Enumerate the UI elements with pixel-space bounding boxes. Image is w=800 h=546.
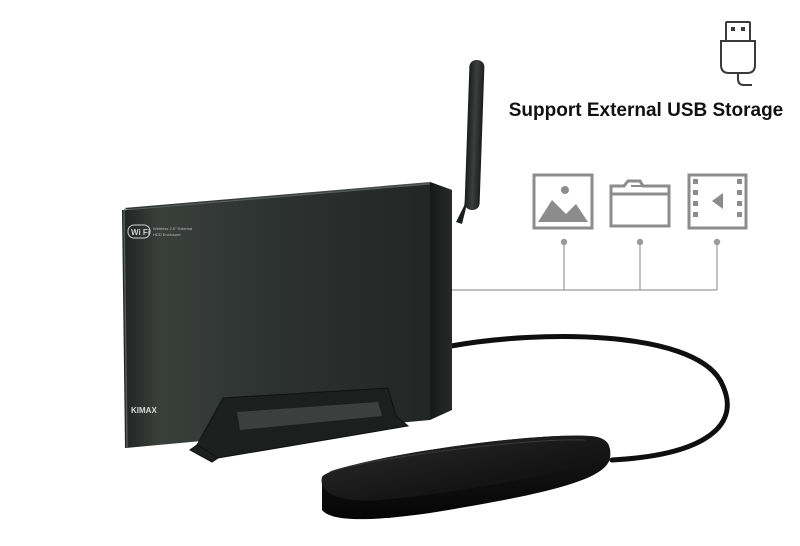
connector-dots bbox=[560, 238, 721, 246]
hdd-enclosure: Wi Fi Wireless 2.5" External HDD Enclosu… bbox=[122, 182, 452, 449]
brand-label: KIMAX bbox=[131, 406, 157, 415]
external-usb-drive bbox=[321, 435, 611, 520]
enclosure-stand bbox=[189, 387, 410, 463]
headline: Support External USB Storage bbox=[508, 100, 784, 121]
folder-icon bbox=[609, 179, 671, 228]
wifi-logo: Wi Fi bbox=[127, 224, 151, 239]
usb-cable bbox=[448, 334, 730, 463]
panel-text-2: HDD Enclosure bbox=[153, 232, 181, 237]
connector-lines bbox=[450, 243, 718, 291]
usb-plug-icon bbox=[720, 21, 756, 86]
wifi-antenna bbox=[456, 60, 485, 224]
wifi-logo-text: Wi Fi bbox=[131, 228, 150, 237]
video-icon bbox=[687, 173, 748, 230]
panel-text-1: Wireless 2.5" External bbox=[153, 226, 192, 231]
picture-icon bbox=[532, 173, 594, 230]
